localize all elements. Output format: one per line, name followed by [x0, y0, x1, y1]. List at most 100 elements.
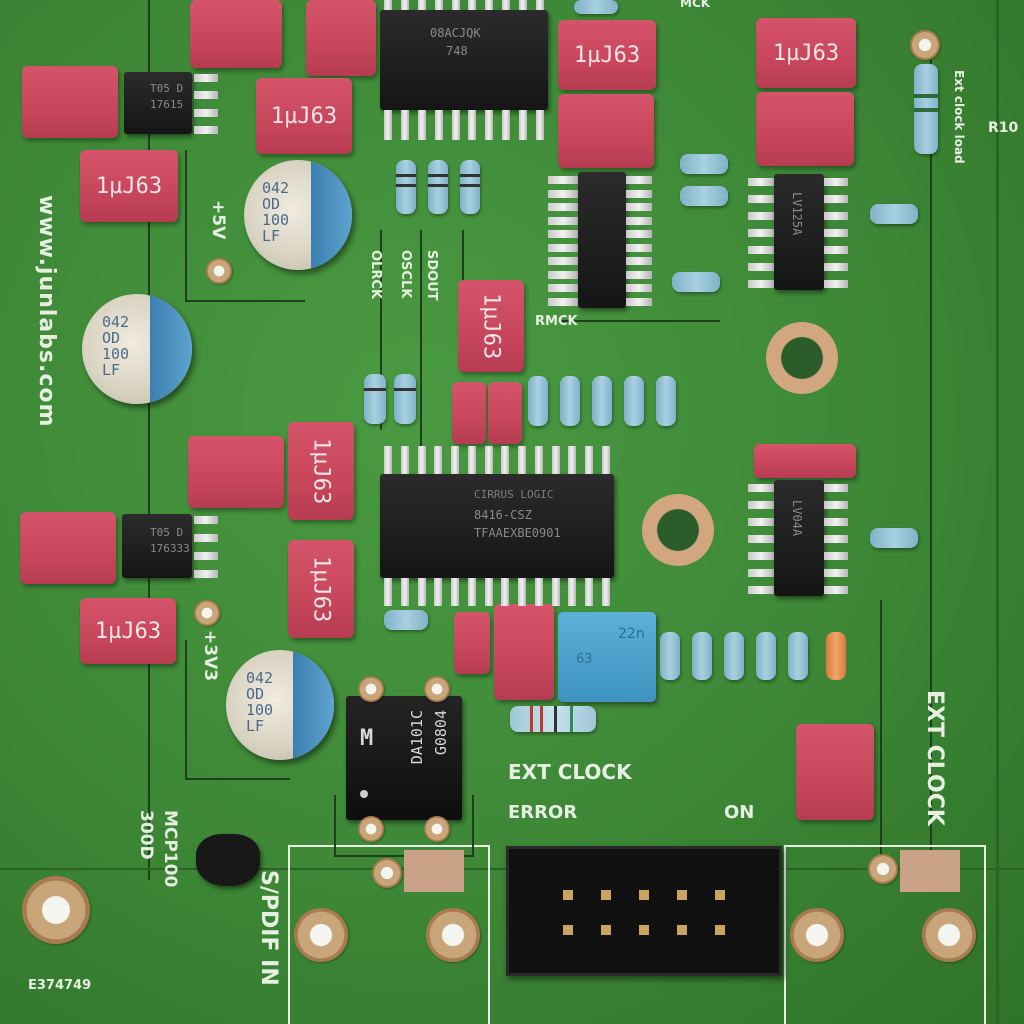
trace	[185, 300, 305, 302]
mcp-suffix-label: 300D	[136, 810, 156, 860]
chip-marking: DA101C	[408, 710, 426, 765]
ic-vertical	[578, 172, 626, 308]
header-pin	[639, 889, 649, 900]
chip-pins	[384, 0, 544, 10]
film-capacitor	[188, 436, 284, 508]
trace	[930, 60, 932, 860]
film-capacitor: 1µJ63	[288, 422, 354, 520]
receiver-chip: CIRRUS LOGIC 8416-CSZ TFAAEXBE0901	[380, 474, 614, 578]
header-pin	[677, 924, 687, 935]
resistor	[510, 706, 596, 732]
electrolytic-capacitor: 042 OD 100 LF	[244, 160, 352, 270]
resistor	[384, 610, 428, 630]
elcap-line: OD	[246, 685, 265, 703]
test-pad	[910, 30, 940, 60]
chip-pins	[824, 484, 848, 594]
film-capacitor	[756, 92, 854, 166]
pad	[358, 676, 384, 702]
connector-pad	[922, 908, 976, 962]
resistor	[364, 374, 386, 424]
polarity-stripe	[150, 294, 192, 404]
resistor	[592, 376, 612, 426]
elcap-line: 042	[262, 179, 290, 197]
chip-marking: 17615	[150, 98, 184, 111]
chip-marking: 08ACJQK	[430, 26, 481, 40]
elcap-line: LF	[102, 361, 121, 379]
pin1-dot	[360, 790, 368, 798]
chip-marking: TFAAEXBE0901	[474, 526, 561, 540]
square-pad	[900, 850, 960, 892]
chip-pins	[548, 176, 578, 306]
top-ic: 08ACJQK 748	[380, 10, 548, 110]
film-capacitor: 1µJ63	[80, 150, 178, 222]
regulator-chip: T05 D 176333	[122, 514, 192, 578]
ref-r10: R10	[988, 120, 1019, 136]
resistor	[914, 64, 938, 154]
chip-pins	[384, 578, 610, 606]
header-pin	[715, 924, 725, 935]
ext-clock-side-label: EXT CLOCK	[922, 690, 947, 826]
regulator-chip: T05 D 17615	[124, 72, 192, 134]
chip-pins	[194, 516, 218, 578]
connector-pad	[294, 908, 348, 962]
header-pin	[601, 924, 611, 935]
film-capacitor: 1µJ63	[756, 18, 856, 88]
electrolytic-capacitor: 042 OD 100 LF	[82, 294, 192, 404]
test-pad	[194, 600, 220, 626]
elcap-line: 042	[246, 669, 274, 687]
serial-number: E374749	[28, 978, 92, 993]
chip-pins	[748, 178, 774, 288]
rmck-label: RMCK	[535, 314, 578, 329]
header-pins	[549, 877, 739, 947]
header-pin	[563, 924, 573, 935]
resistor	[788, 632, 808, 680]
film-capacitor	[452, 382, 486, 444]
plus5v-label: +5V	[208, 200, 228, 240]
film-capacitor: 1µJ63	[80, 598, 176, 664]
blue-cap-marking: 22n	[618, 626, 645, 642]
elcap-line: LF	[246, 717, 265, 735]
chip-pins	[748, 484, 774, 594]
capacitor-marking: 1µJ63	[573, 42, 641, 68]
plus3v3-label: +3V3	[200, 630, 220, 682]
sdout-label: SDOUT	[424, 250, 439, 301]
film-capacitor	[558, 94, 654, 168]
film-capacitor	[20, 512, 116, 584]
resistor	[460, 160, 480, 214]
elcap-marking: 042 OD 100 LF	[262, 180, 289, 244]
connector-pad	[790, 908, 844, 962]
logo-icon: M	[360, 726, 374, 751]
elcap-line: 100	[262, 211, 290, 229]
mcp-part-label: MCP100	[160, 810, 180, 888]
chip-pins	[384, 110, 544, 140]
film-capacitor	[494, 604, 554, 700]
film-capacitor: 1µJ63	[458, 280, 524, 372]
resistor	[870, 528, 918, 548]
chip-marking: T05 D	[150, 526, 184, 539]
resistor	[574, 0, 618, 14]
polarity-stripe	[292, 650, 334, 760]
blue-film-capacitor: 22n 63	[558, 612, 656, 702]
error-label: ERROR	[508, 802, 578, 823]
mounting-hole	[22, 876, 90, 944]
chip-marking: LV04A	[790, 500, 804, 537]
mounting-hole	[766, 322, 838, 394]
polarity-stripe	[310, 160, 352, 270]
film-capacitor	[488, 382, 522, 444]
trace	[148, 0, 150, 880]
on-label: ON	[724, 802, 755, 823]
blue-cap-value: 63	[576, 652, 593, 667]
chip-pins	[384, 446, 610, 474]
ext-clock-label: EXT CLOCK	[508, 760, 632, 784]
capacitor-marking: 1µJ63	[95, 173, 163, 199]
resistor	[680, 154, 728, 174]
capacitor-marking: 1µJ63	[478, 292, 504, 360]
mck-label: MCK	[680, 0, 711, 10]
elcap-line: LF	[262, 227, 281, 245]
mcp100-transistor	[196, 834, 260, 886]
pin-header	[506, 846, 782, 976]
capacitor-marking: 1µJ63	[772, 40, 840, 66]
capacitor-marking: 1µJ63	[308, 437, 334, 505]
trace	[185, 778, 290, 780]
